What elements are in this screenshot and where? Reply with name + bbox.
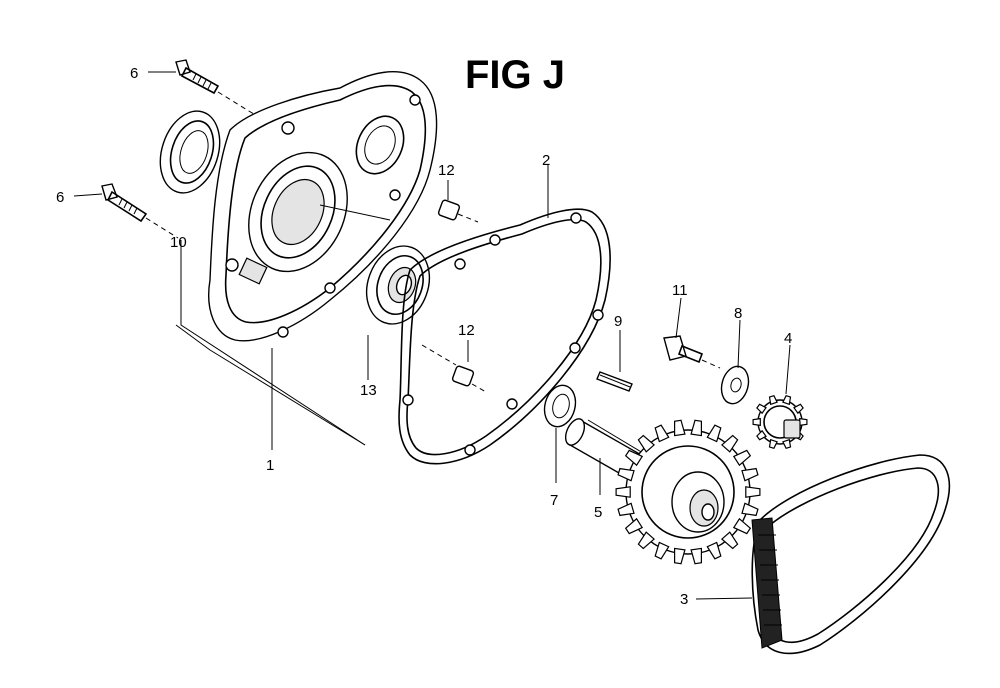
washer [543, 384, 577, 428]
dowel-pin-lower [421, 344, 487, 393]
case-cover [208, 71, 438, 342]
callout-8: 8 [734, 305, 742, 322]
callout-4: 4 [784, 330, 792, 347]
gasket [398, 208, 611, 465]
callout-labels: 6 6 10 1 13 12 12 2 9 7 5 11 8 4 3 [56, 65, 792, 608]
callout-12-upper: 12 [438, 162, 455, 179]
callout-13: 13 [360, 382, 377, 399]
bolt-small [663, 335, 721, 369]
shaft-sprocket [564, 418, 761, 565]
callout-6-upper: 6 [130, 65, 138, 82]
bolt-lower [101, 183, 179, 239]
callout-1: 1 [266, 457, 274, 474]
callout-7: 7 [550, 492, 558, 509]
key [596, 371, 633, 392]
washer-flat [720, 365, 750, 405]
callout-3: 3 [680, 591, 688, 608]
leader-lines [73, 71, 791, 600]
bolt-upper [175, 59, 271, 125]
dowel-pin-upper [437, 199, 479, 223]
figure-title: FIG J [465, 53, 565, 97]
drive-chain [751, 454, 951, 655]
callout-9: 9 [614, 313, 622, 330]
oil-seal [159, 110, 221, 194]
callout-11: 11 [672, 282, 688, 299]
callout-10: 10 [170, 234, 187, 251]
callout-5: 5 [594, 504, 602, 521]
small-sprocket [752, 394, 808, 450]
callout-12-lower: 12 [458, 322, 475, 339]
callout-2: 2 [542, 152, 550, 169]
callout-6-lower: 6 [56, 189, 64, 206]
